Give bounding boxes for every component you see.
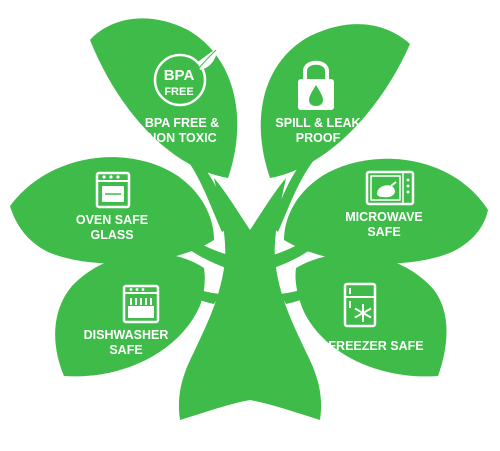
badge-text-bpa: BPA [164, 67, 195, 84]
badge-text-free: FREE [164, 86, 193, 98]
leaf-label-line2: PROOF [296, 131, 341, 145]
leaf-label-line1: OVEN SAFE [76, 213, 148, 227]
leaf-shape [295, 253, 447, 377]
leaf-bpa-free: BPA FREE BPA FREE & NON TOXIC [90, 18, 238, 179]
leaf-label-line2: SAFE [367, 225, 400, 239]
leaf-shape [260, 24, 410, 179]
leaf-label-line2: SAFE [109, 343, 142, 357]
leaf-label-line2: NON TOXIC [147, 131, 216, 145]
leaf-freezer-safe: FREEZER SAFE [295, 253, 447, 377]
leaf-shape [284, 158, 488, 264]
leaf-label-line2: GLASS [90, 228, 133, 242]
leaf-oven-safe: OVEN SAFE GLASS [10, 157, 214, 264]
leaf-spill-leak-proof: SPILL & LEAK PROOF [260, 24, 410, 179]
leaf-dishwasher-safe: DISHWASHER SAFE [55, 253, 205, 377]
leaf-label-line1: MICROWAVE [345, 210, 423, 224]
leaf-shape [10, 157, 214, 264]
leaf-microwave-safe: MICROWAVE SAFE [284, 158, 488, 264]
freezer-snowflake-icon [343, 282, 377, 328]
bpa-free-badge-icon: BPA FREE [153, 48, 218, 107]
leaf-label-line1: FREEZER SAFE [328, 339, 423, 353]
leaf-label-line1: DISHWASHER [84, 328, 169, 342]
padlock-drop-icon [298, 60, 334, 110]
leaf-label-line1: SPILL & LEAK [275, 116, 360, 130]
leaf-label-line1: BPA FREE & [145, 116, 219, 130]
dishwasher-icon [122, 284, 160, 324]
microwave-icon [365, 170, 415, 206]
oven-icon [95, 171, 131, 209]
